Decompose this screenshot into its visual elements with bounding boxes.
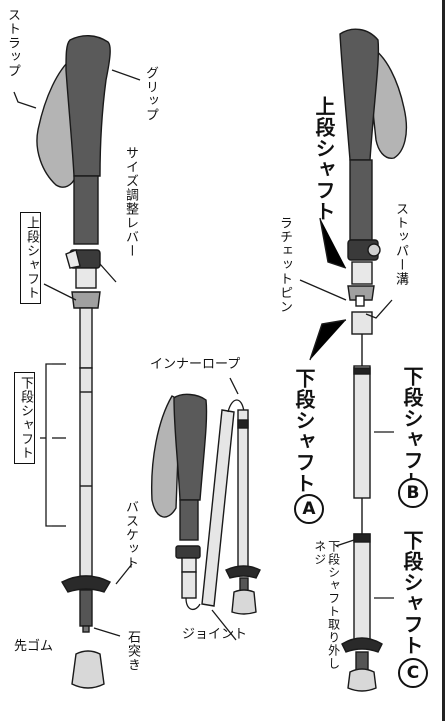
folded-shaft-diagonal [201,409,235,607]
right-shaft-b [353,365,371,499]
label-size-lever: サイズ調整レバー [122,146,138,258]
right-border [442,0,445,721]
label-strap: ストラップ [4,8,20,78]
marker-c: C [398,658,428,688]
label-basket: バスケット [122,500,138,570]
left-tip-cap [71,650,105,689]
label-lower-shaft: 下段シャフト [14,372,35,469]
right-shaft-c [353,533,371,643]
label-lower-shaft-bold: 下段シャフト [292,368,316,494]
label-upper-shaft: 上段シャフト [20,212,41,309]
label-ratchet-pin: ラチェットピン [276,216,292,314]
label-stopper-groove: ストッパー溝 [392,202,408,286]
label-inner-rope: インナーロープ [150,357,241,372]
folded-pole [150,377,261,641]
label-joint: ジョイント [182,627,248,642]
label-tip-cap: 先ゴム [14,639,54,654]
label-remove-screw: 下段シャフト取り外しネジ [312,540,341,670]
label-lower-shaft-c: 下段シャフト [400,530,424,656]
label-upper-shaft-bold: 上段シャフト [312,96,336,222]
left-grip-lower [73,175,99,245]
left-lower-shaft [79,367,93,577]
label-grip: グリップ [142,66,158,122]
left-upper-shaft [79,307,93,369]
marker-b: B [398,478,428,508]
left-grip [65,35,111,177]
label-lower-shaft-b: 下段シャフト [400,366,424,492]
marker-a: A [294,494,324,524]
folded-shaft-right [237,409,249,571]
right-pole [299,28,408,692]
label-tip: 石突き [124,630,140,672]
left-basket [61,575,111,593]
left-pole [13,35,141,689]
